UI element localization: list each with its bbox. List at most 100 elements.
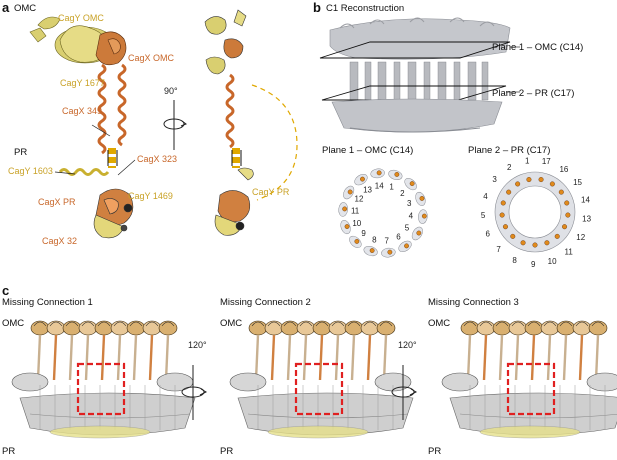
pr-ring-subunit: [538, 177, 544, 183]
view3-title: Missing Connection 3: [428, 297, 519, 308]
right-view-structure: [204, 9, 247, 75]
pr-ring-number: 12: [576, 233, 585, 242]
omc-ring-subunit: [343, 185, 355, 200]
omc-ring-number: 1: [389, 182, 394, 191]
omc-ring-subunit: [411, 226, 423, 241]
omc-ring-number: 11: [351, 206, 360, 215]
omc-ring-subunit: [349, 235, 362, 248]
assembly-view: [11, 320, 196, 439]
view2-title: Missing Connection 2: [220, 297, 311, 308]
pr-ring-subunit: [549, 181, 555, 187]
ring1-title: Plane 1 – OMC (C14): [322, 145, 414, 156]
omc-ring-subunit: [340, 220, 351, 235]
rotation-120-icon: [391, 365, 418, 420]
label-cagx-349: CagX 349: [62, 106, 103, 116]
view1-omc: OMC: [2, 318, 25, 329]
label-cagy-pr: CagY PR: [252, 187, 290, 197]
omc-ring-number: 12: [355, 195, 364, 204]
assembly-view: [229, 320, 414, 439]
omc-ring-number: 2: [400, 189, 405, 198]
pr-ring-subunit: [544, 240, 550, 246]
label-cagy-omc: CagY OMC: [58, 13, 104, 23]
pr-ring-subunit: [506, 189, 512, 195]
pr-ring-number: 13: [582, 215, 591, 224]
pr-ring-number: 1: [525, 157, 530, 166]
panel-c-assemblies: [11, 320, 617, 439]
omc-ring-subunit: [415, 191, 426, 206]
label-cagy-1603: CagY 1603: [8, 166, 53, 176]
cagx-helix: [97, 63, 127, 155]
label-cagx-32: CagX 32: [42, 236, 78, 246]
pr-ring-number: 9: [531, 260, 536, 269]
rotation-120-icon: [181, 365, 208, 420]
view2-pr: PR: [220, 446, 234, 457]
pr-ring-number: 5: [481, 211, 486, 220]
omc-ring-number: 14: [375, 181, 384, 190]
omc-ring-number: 10: [352, 219, 361, 228]
pr-ring-subunit: [564, 200, 570, 206]
label-cagy-1469: CagY 1469: [128, 191, 173, 201]
assembly-view: [441, 320, 617, 439]
omc-ring-subunit: [370, 168, 385, 179]
rotation-90-label: 90°: [164, 86, 178, 96]
panel-c-letter: c: [2, 283, 10, 298]
view3-pr: PR: [428, 446, 442, 457]
view1-pr: PR: [2, 446, 16, 457]
label-cagy-1677: CagY 1677: [60, 78, 105, 88]
panel-a-letter: a: [2, 0, 10, 15]
pr-ring-subunit: [554, 233, 560, 239]
omc-ring-subunit: [418, 209, 428, 224]
label-cagx-omc: CagX OMC: [128, 53, 175, 63]
panel-b-title: C1 Reconstruction: [326, 3, 405, 14]
plane1-label: Plane 1 – OMC (C14): [492, 42, 584, 53]
pr-ring-number: 17: [542, 157, 551, 166]
rotation-120-label-2: 120°: [398, 340, 417, 350]
pr-ring-number: 14: [581, 196, 590, 205]
ring2-title: Plane 2 – PR (C17): [468, 145, 551, 156]
panel-b-letter: b: [313, 0, 321, 15]
label-cagx-323: CagX 323: [137, 154, 178, 164]
omc-ring-number: 4: [409, 212, 414, 221]
missing-connection-box: [76, 362, 126, 416]
pr-ring-subunit: [562, 224, 568, 230]
pr-ring-number: 16: [559, 165, 568, 174]
panel-a-omc-label: OMC: [14, 3, 37, 14]
omc-ring-number: 8: [372, 236, 377, 245]
omc-ring-subunit: [404, 178, 417, 191]
view3-omc: OMC: [428, 318, 451, 329]
pr-ring-number: 3: [492, 175, 497, 184]
pr-ring-subunit: [515, 181, 521, 187]
pr-ring-subunit: [520, 240, 526, 246]
omc-ring-number: 13: [363, 186, 372, 195]
cagy-pr-dashed-link: [251, 84, 298, 201]
omc-ring-number: 7: [385, 237, 390, 246]
pr-ring-number: 10: [548, 257, 557, 266]
omc-ring-number: 3: [407, 199, 412, 208]
omc-ring-subunit: [363, 245, 378, 257]
rotation-90-icon: [163, 100, 188, 150]
pr-ring-number: 4: [483, 192, 488, 201]
pr-ring-subunit: [500, 200, 506, 206]
omc-ring-subunit: [338, 202, 348, 217]
omc-ring-number: 5: [405, 223, 410, 232]
panel-a-structure: [29, 9, 298, 239]
pr-ring-subunit: [502, 224, 508, 230]
view2-omc: OMC: [220, 318, 243, 329]
cagx-omc-domain: [95, 31, 127, 66]
omc-ring-subunit: [381, 247, 396, 258]
missing-connection-box: [294, 362, 344, 416]
omc-ring-subunit: [398, 240, 412, 253]
pr-ring-number: 15: [573, 178, 582, 187]
plane2-label: Plane 2 – PR (C17): [492, 88, 575, 99]
view1-title: Missing Connection 1: [2, 297, 93, 308]
missing-connection-box: [506, 362, 556, 416]
pr-ring-subunit: [526, 177, 532, 183]
pr-ring-subunit: [532, 242, 538, 248]
omc-ring-subunit: [354, 173, 368, 186]
rotation-120-label-1: 120°: [188, 340, 207, 350]
pr-ring-number: 7: [496, 245, 501, 254]
pr-ring-subunit: [558, 189, 564, 195]
pr-ring-subunit: [565, 212, 571, 218]
